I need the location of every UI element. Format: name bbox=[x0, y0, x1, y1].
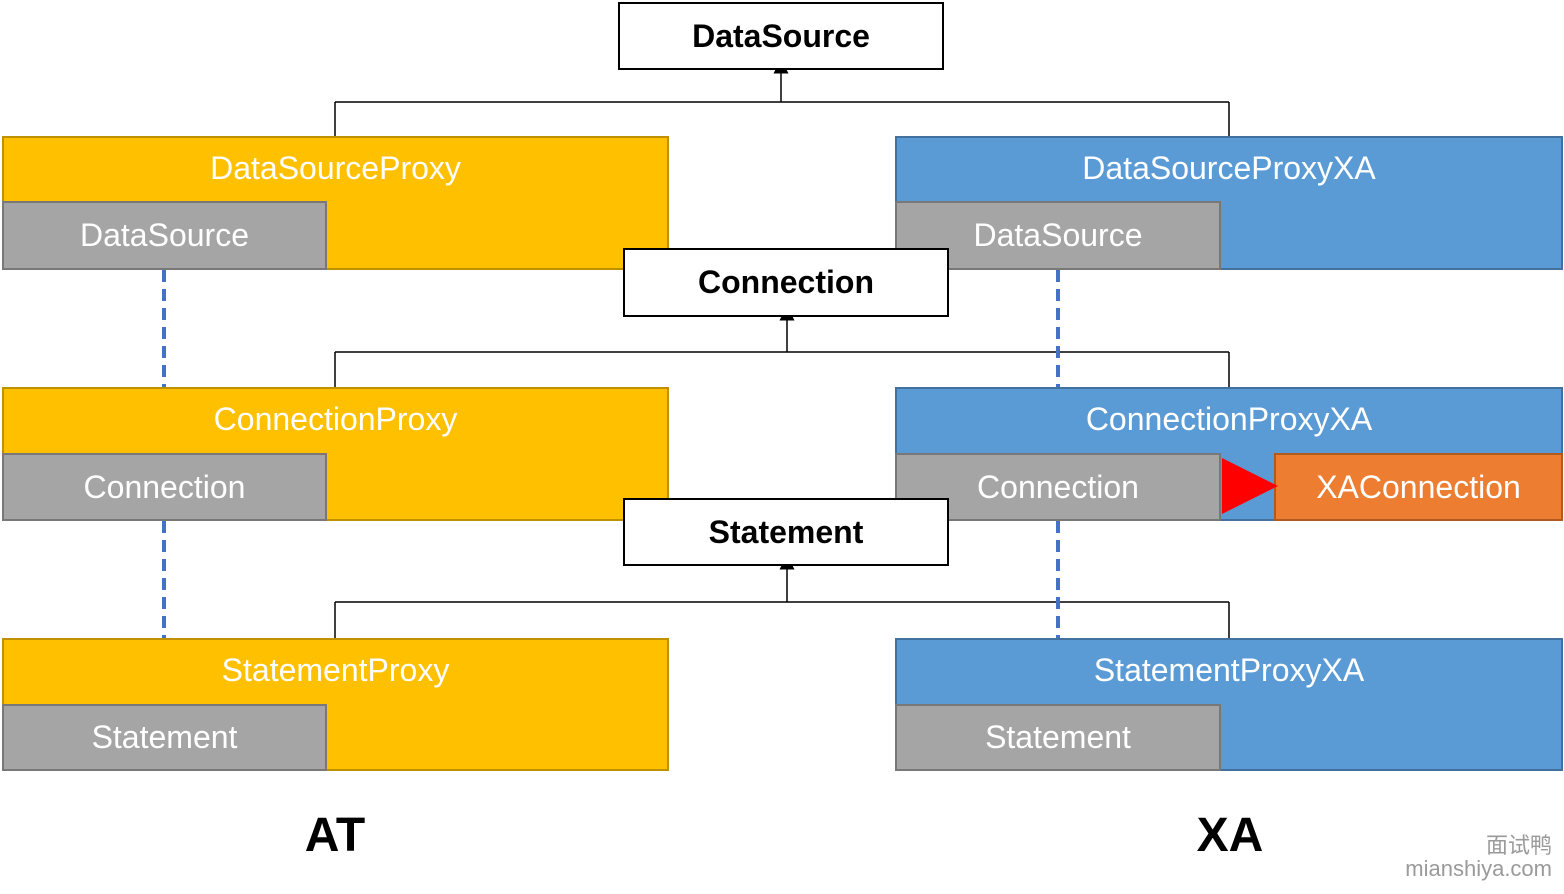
xa-connection-box: XAConnection bbox=[1274, 453, 1563, 521]
at-datasource-proxy-label: DataSourceProxy bbox=[210, 150, 461, 186]
at-datasource-inner-label: DataSource bbox=[80, 217, 249, 253]
datasource-interface-label: DataSource bbox=[692, 17, 870, 54]
connection-interface: Connection bbox=[623, 248, 949, 317]
at-datasource-inner: DataSource bbox=[2, 201, 327, 270]
at-connection-proxy-label: ConnectionProxy bbox=[213, 401, 458, 437]
at-statement-proxy-label: StatementProxy bbox=[221, 652, 450, 688]
watermark-domain: mianshiya.com bbox=[1405, 856, 1552, 881]
inheritance-statement bbox=[334, 554, 1230, 638]
connection-interface-label: Connection bbox=[698, 264, 874, 300]
xa-mode-label: XA bbox=[1196, 809, 1264, 862]
xa-datasource-inner-label: DataSource bbox=[973, 217, 1143, 253]
at-connection-inner-label: Connection bbox=[83, 468, 246, 505]
statement-interface-label: Statement bbox=[708, 513, 864, 550]
xa-statement-proxy-label: StatementProxyXA bbox=[1093, 652, 1365, 688]
xa-connection-inner-label: Connection bbox=[977, 468, 1139, 505]
xa-datasource-inner: DataSource bbox=[895, 201, 1221, 270]
xa-statement-inner-label: Statement bbox=[985, 719, 1131, 755]
xa-connection-inner: Connection bbox=[895, 453, 1221, 521]
inheritance-connection bbox=[334, 305, 1230, 387]
xa-connection-proxy-label: ConnectionProxyXA bbox=[1085, 401, 1373, 437]
at-connection-inner: Connection bbox=[2, 453, 327, 521]
at-mode-label: AT bbox=[304, 809, 366, 862]
xa-connection-box-label: XAConnection bbox=[1316, 468, 1521, 505]
watermark-cn: 面试鸭 bbox=[1485, 833, 1552, 858]
xa-datasource-proxy-label: DataSourceProxyXA bbox=[1082, 150, 1376, 186]
xa-statement-inner: Statement bbox=[895, 704, 1221, 771]
inheritance-datasource bbox=[334, 58, 1230, 136]
at-statement-inner-label: Statement bbox=[91, 719, 238, 755]
at-statement-inner: Statement bbox=[2, 704, 327, 771]
statement-interface: Statement bbox=[623, 498, 949, 566]
datasource-interface: DataSource bbox=[618, 2, 944, 70]
